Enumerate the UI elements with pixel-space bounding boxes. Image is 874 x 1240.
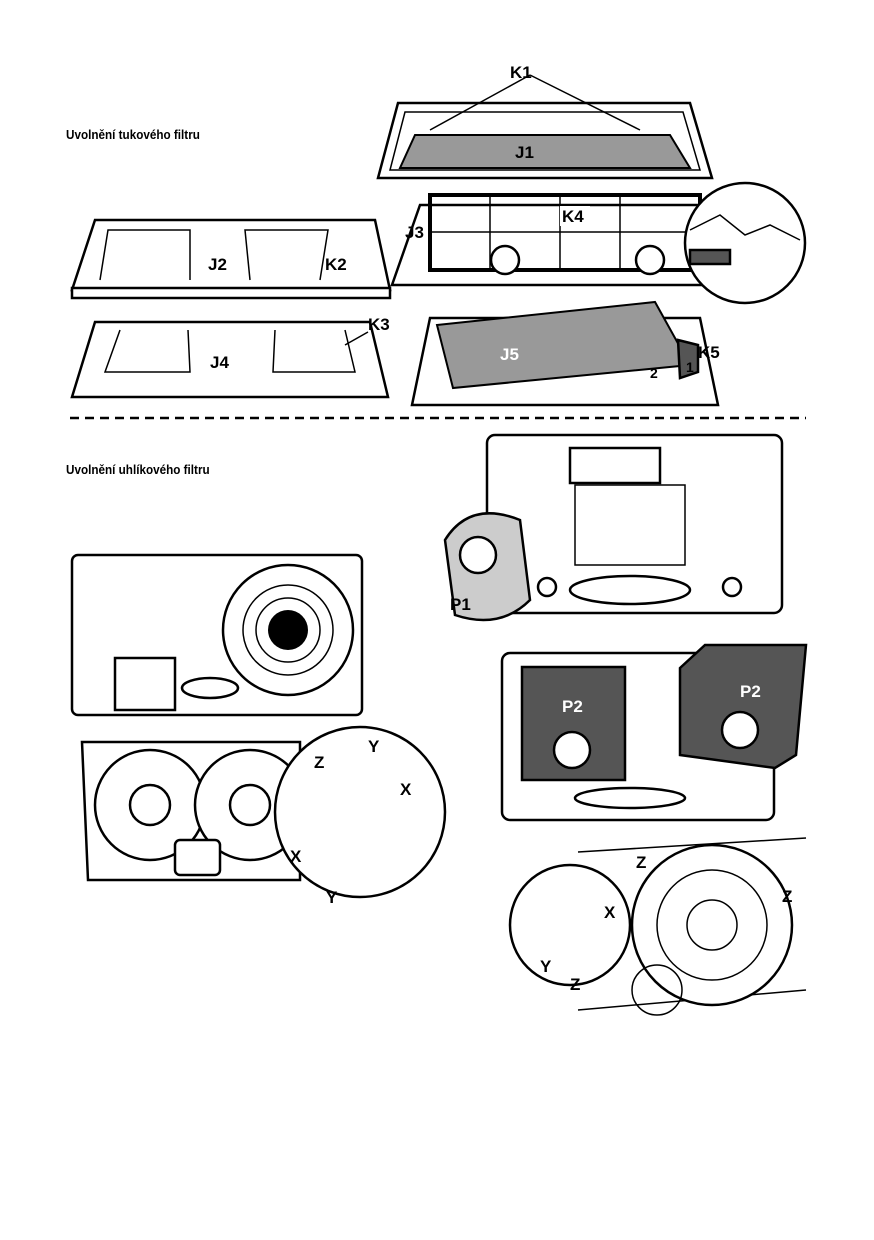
- label-z-right-side: Z: [782, 887, 792, 906]
- label-j5: J5: [500, 345, 519, 364]
- label-x-left-bottom: X: [290, 847, 302, 866]
- carbon-filter-hood-p2: P2 P2: [500, 643, 808, 822]
- label-x-left-right: X: [400, 780, 412, 799]
- label-y-left-top: Y: [368, 737, 380, 756]
- label-j3: J3: [405, 223, 424, 242]
- label-z-right-top: Z: [636, 853, 646, 872]
- grease-filter-j5: J5 K5 2 1: [410, 300, 720, 407]
- carbon-filter-housing-left: [70, 553, 364, 717]
- label-z-left: Z: [314, 753, 324, 772]
- label-j2: J2: [208, 255, 227, 274]
- carbon-filter-round-detail: Z Z X Y Z: [508, 837, 807, 1016]
- label-k2: K2: [325, 255, 347, 274]
- label-k5: K5: [698, 343, 720, 362]
- grease-filter-j4: J4 K3: [70, 315, 390, 399]
- carbon-filter-hood-p1: P1: [443, 433, 784, 622]
- label-y-left-bottom: Y: [326, 888, 338, 907]
- label-j1: J1: [515, 143, 534, 162]
- carbon-filter-twin-detail: Z Y X X Y: [80, 725, 447, 907]
- grease-filter-heading: Uvolnění tukového filtru: [66, 127, 200, 142]
- label-p2-left: P2: [562, 697, 583, 716]
- label-step-1: 1: [686, 359, 694, 375]
- label-p2-right: P2: [740, 682, 761, 701]
- label-x-right: X: [604, 903, 616, 922]
- label-y-right: Y: [540, 957, 552, 976]
- label-step-2: 2: [650, 365, 658, 381]
- grease-filter-frame-j1: K1 J1: [376, 63, 714, 180]
- label-k1: K1: [510, 63, 532, 82]
- label-p1: P1: [450, 595, 471, 614]
- carbon-filter-heading: Uvolnění uhlíkového filtru: [66, 462, 210, 477]
- grease-filter-j2: J2 K2: [70, 218, 392, 300]
- grease-filter-grid-j3: J3 K4: [390, 181, 807, 305]
- label-z-right-bottom: Z: [570, 975, 580, 994]
- label-k4: K4: [562, 207, 584, 226]
- label-j4: J4: [210, 353, 229, 372]
- label-k3: K3: [368, 315, 390, 334]
